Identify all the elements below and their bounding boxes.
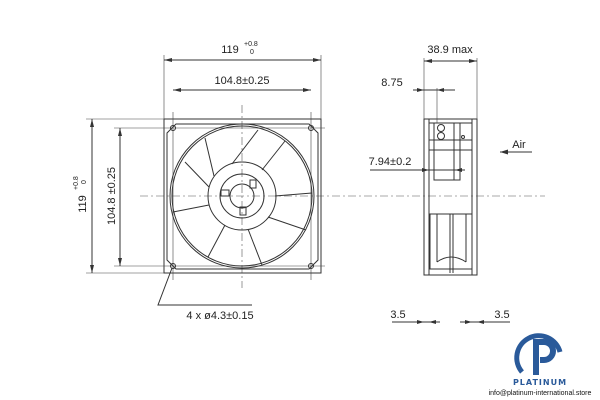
- width-tol-upper: +0.8: [244, 41, 258, 48]
- height-tol-lower: 0: [81, 180, 88, 184]
- hole-spacing-v-label: 104.8 ±0.25: [106, 167, 118, 225]
- side-view: [423, 118, 478, 276]
- depth-dimension: [370, 58, 478, 172]
- height-dimension: [86, 118, 164, 274]
- width-label: 119: [221, 44, 239, 56]
- flange-label: 8.75: [381, 77, 402, 89]
- hole-spacing-h-dimension: [173, 88, 311, 92]
- brand-name: PLATINUM: [513, 378, 567, 387]
- hole-callout: 4 x ø4.3±0.15: [186, 310, 253, 322]
- contact-email: info@platinum-international.store: [489, 390, 592, 397]
- hole-callout-leader: [157, 267, 252, 306]
- mount-hole: [170, 263, 176, 269]
- airflow-arrow: [500, 149, 532, 155]
- offset-label: 7.94±0.2: [369, 156, 412, 168]
- height-label: 119: [77, 195, 89, 213]
- airflow-label: Air: [512, 139, 526, 151]
- mount-hole: [308, 125, 314, 131]
- depth-label: 38.9 max: [427, 44, 473, 56]
- platinum-logo: [514, 333, 563, 375]
- height-tol-upper: +0.8: [73, 176, 80, 190]
- width-dimension: [163, 55, 322, 119]
- fan-blades: [172, 129, 313, 266]
- left-flange-label: 3.5: [390, 309, 405, 321]
- mount-hole: [170, 125, 176, 131]
- front-view: [150, 112, 325, 280]
- mount-hole: [308, 263, 314, 269]
- right-flange-label: 3.5: [494, 309, 509, 321]
- hole-spacing-h-label: 104.8±0.25: [215, 75, 270, 87]
- width-tol-lower: 0: [250, 49, 254, 56]
- flange-dimensions: [392, 320, 510, 324]
